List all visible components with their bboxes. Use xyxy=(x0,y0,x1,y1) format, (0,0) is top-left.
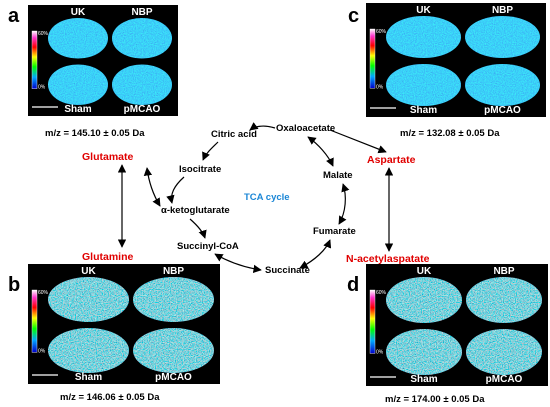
panel-a: a 60% 0% UK NBP Sham pMCAO m/z = 145.10 ± 0.0… xyxy=(8,5,178,139)
label-sham: Sham xyxy=(410,105,437,116)
panel-d: d 60% 0% UK NBP Sham pMCAO m/z = 174.00 ± 0.0… xyxy=(347,264,548,405)
scale-max-label: 60% xyxy=(38,31,49,37)
tca-cycle-label: TCA cycle xyxy=(244,192,290,203)
scale-max-label: 60% xyxy=(376,29,387,35)
node-isocitrate: Isocitrate xyxy=(179,164,221,175)
label-nbp: NBP xyxy=(493,266,514,277)
node-succinyl-coa: Succinyl-CoA xyxy=(177,241,239,252)
label-nbp: NBP xyxy=(131,7,152,18)
label-nbp: NBP xyxy=(163,266,184,277)
ms-image: 60% 0% UK NBP Sham pMCAO xyxy=(28,264,220,384)
node-succinate: Succinate xyxy=(265,265,310,276)
arrow-akg-glutamate xyxy=(143,167,161,207)
label-uk: UK xyxy=(71,7,86,18)
scale-min-label: 0% xyxy=(376,349,384,355)
label-pmcao: pMCAO xyxy=(155,372,192,383)
intensity-speckle xyxy=(386,329,462,375)
panel-letter: c xyxy=(348,5,359,27)
metabolite-glutamate: Glutamate xyxy=(82,151,134,163)
scale-max-label: 60% xyxy=(376,290,387,296)
intensity-speckle xyxy=(48,328,129,373)
ms-image: 60% 0% UK NBP Sham pMCAO xyxy=(28,5,178,116)
intensity-speckle xyxy=(386,277,462,323)
label-uk: UK xyxy=(417,266,432,277)
intensity-speckle xyxy=(466,277,542,323)
arrow-oxaloacetate-aspartate xyxy=(329,129,387,154)
arrow-citric-to-isocitrate xyxy=(202,141,219,161)
label-nbp: NBP xyxy=(492,5,513,16)
intensity-speckle xyxy=(133,328,214,373)
arrow-oxaloacetate-to-citric xyxy=(249,122,276,131)
scale-min-label: 0% xyxy=(38,348,46,354)
metabolite-n-acetylaspartate: N-acetylaspatate xyxy=(346,253,430,265)
arrow-succinyl-coa-succinate xyxy=(214,253,262,274)
intensity-speckle xyxy=(112,64,172,105)
arrow-fumarate-malate xyxy=(338,183,350,225)
arrow-isocitrate-to-akg xyxy=(166,176,185,204)
metabolite-glutamine: Glutamine xyxy=(82,251,134,263)
node-fumarate: Fumarate xyxy=(313,226,356,237)
tca-cycle: Citric acid Oxaloacetate Isocitrate Mala… xyxy=(82,122,430,276)
intensity-speckle xyxy=(48,64,108,105)
scale-max-label: 60% xyxy=(38,290,49,296)
color-scale-bar xyxy=(369,28,376,89)
node-alpha-ketoglutarate: α-ketoglutarate xyxy=(161,205,230,216)
arrow-malate-oxaloacetate xyxy=(307,136,334,167)
node-malate: Malate xyxy=(323,170,353,181)
panel-letter: d xyxy=(347,274,359,296)
intensity-speckle xyxy=(112,18,172,59)
intensity-speckle xyxy=(465,64,540,106)
label-uk: UK xyxy=(81,266,96,277)
intensity-speckle xyxy=(465,16,540,58)
color-scale-bar xyxy=(369,289,376,354)
mz-caption: m/z = 174.00 ± 0.05 Da xyxy=(385,394,485,405)
color-scale-bar xyxy=(31,30,38,89)
mz-caption: m/z = 132.08 ± 0.05 Da xyxy=(400,128,500,139)
mz-caption: m/z = 145.10 ± 0.05 Da xyxy=(45,128,145,139)
arrow-akg-to-succinyl-coa xyxy=(189,218,207,239)
label-pmcao: pMCAO xyxy=(486,374,523,385)
color-scale-bar xyxy=(31,289,38,353)
label-sham: Sham xyxy=(410,374,437,385)
mz-caption: m/z = 146.06 ± 0.05 Da xyxy=(60,392,160,403)
scale-min-label: 0% xyxy=(376,84,384,90)
intensity-speckle xyxy=(48,18,108,59)
label-pmcao: pMCAO xyxy=(484,105,521,116)
intensity-speckle xyxy=(48,277,129,322)
panel-letter: a xyxy=(8,5,20,27)
intensity-speckle xyxy=(466,329,542,375)
ms-image: 60% 0% UK NBP Sham pMCAO xyxy=(366,3,546,117)
label-pmcao: pMCAO xyxy=(124,104,161,115)
node-citric-acid: Citric acid xyxy=(211,129,257,140)
scale-min-label: 0% xyxy=(38,85,46,91)
panel-c: c 60% 0% UK NBP Sham pMCAO m/z = 132.08 ± 0.0… xyxy=(348,3,546,139)
panel-letter: b xyxy=(8,274,20,296)
label-sham: Sham xyxy=(64,104,91,115)
label-sham: Sham xyxy=(75,372,102,383)
intensity-speckle xyxy=(133,277,214,322)
arrow-succinate-fumarate xyxy=(299,239,332,269)
label-uk: UK xyxy=(416,5,431,16)
panel-b: b 60% 0% UK NBP Sham pMCAO m/z = 146.06 ± 0.0… xyxy=(8,264,220,403)
intensity-speckle xyxy=(386,64,461,106)
intensity-speckle xyxy=(386,16,461,58)
ms-image: 60% 0% UK NBP Sham pMCAO xyxy=(366,264,548,386)
metabolite-aspartate: Aspartate xyxy=(367,154,416,166)
node-oxaloacetate: Oxaloacetate xyxy=(276,123,335,134)
